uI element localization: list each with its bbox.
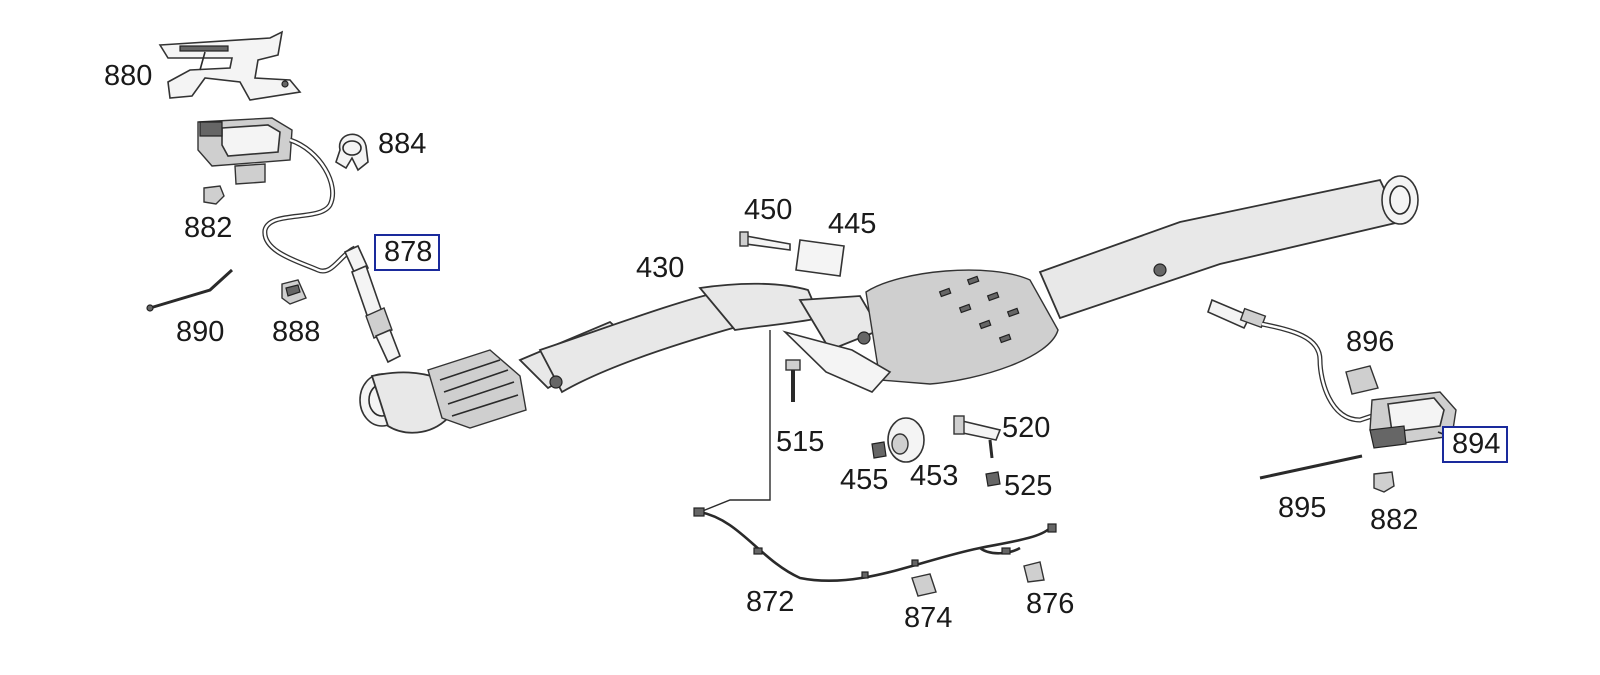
label-520[interactable]: 520: [1002, 412, 1051, 444]
clip-896-drawing: [1345, 365, 1379, 395]
rear-sensor-wire-drawing: [1207, 298, 1373, 423]
label-430[interactable]: 430: [636, 252, 685, 284]
exhaust-pipe-430-drawing: [359, 282, 822, 434]
bracket-880-drawing: [158, 30, 302, 101]
sensor-wire-left-drawing: [262, 137, 357, 274]
nut-455-drawing: [871, 441, 887, 459]
label-884[interactable]: 884: [378, 128, 427, 160]
cable-tie-895-drawing: [1259, 454, 1363, 480]
clip-876-drawing: [1023, 561, 1045, 583]
label-450[interactable]: 450: [744, 194, 793, 226]
clamp-884-drawing: [335, 133, 369, 172]
clip-888-drawing: [281, 279, 307, 305]
label-872[interactable]: 872: [746, 586, 795, 618]
label-453[interactable]: 453: [910, 460, 959, 492]
label-876[interactable]: 876: [1026, 588, 1075, 620]
catalytic-converter-drawing: [782, 269, 1059, 393]
label-874[interactable]: 874: [904, 602, 953, 634]
label-878[interactable]: 878: [374, 234, 441, 271]
label-888[interactable]: 888: [272, 316, 321, 348]
label-525[interactable]: 525: [1004, 470, 1053, 502]
nut-525-drawing: [985, 471, 1001, 487]
oxygen-sensor-878-drawing: [343, 244, 402, 364]
bracket-520-drawing: [953, 415, 1002, 459]
label-894[interactable]: 894: [1442, 426, 1509, 463]
clip-874-drawing: [911, 573, 937, 597]
label-896[interactable]: 896: [1346, 326, 1395, 358]
wire-harness-872-drawing: [693, 330, 1057, 583]
bolt-450-drawing: [739, 231, 791, 251]
nut-882-right-drawing: [1373, 471, 1395, 493]
nut-882-left-drawing: [203, 185, 225, 205]
label-895[interactable]: 895: [1278, 492, 1327, 524]
label-882-right[interactable]: 882: [1370, 504, 1419, 536]
bolt-515-drawing: [785, 359, 801, 402]
sensor-module-right-drawing: [1369, 391, 1457, 449]
plate-445-drawing: [795, 239, 845, 277]
sensor-module-left-drawing: [197, 117, 293, 185]
label-515[interactable]: 515: [776, 426, 825, 458]
rear-pipe-drawing: [1038, 175, 1419, 320]
rubber-mount-453-drawing: [887, 417, 925, 463]
label-445[interactable]: 445: [828, 208, 877, 240]
label-890[interactable]: 890: [176, 316, 225, 348]
label-880[interactable]: 880: [104, 60, 153, 92]
label-882-left[interactable]: 882: [184, 212, 233, 244]
label-455[interactable]: 455: [840, 464, 889, 496]
cable-tie-890-drawing: [146, 268, 234, 312]
